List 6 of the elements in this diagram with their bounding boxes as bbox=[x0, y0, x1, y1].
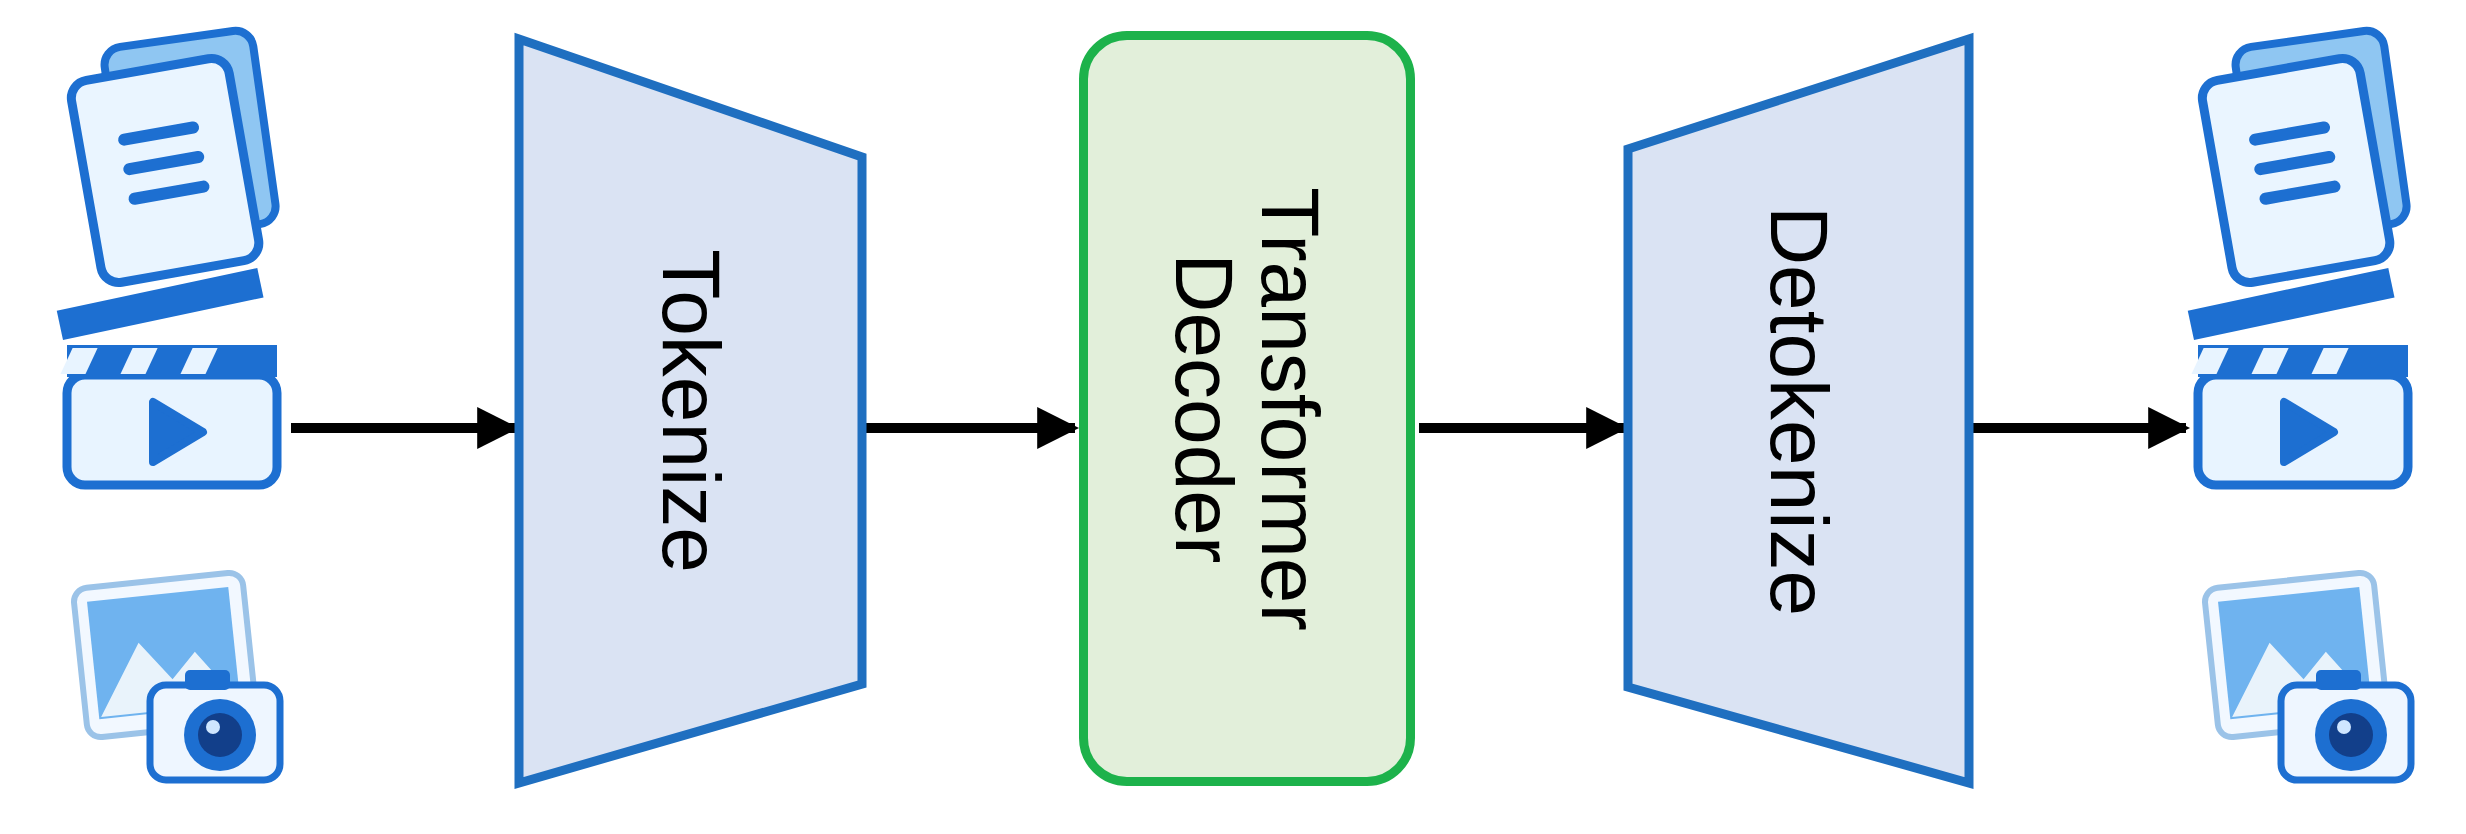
arrow bbox=[1973, 407, 2191, 449]
block-label: Transformer Decoder bbox=[1160, 186, 1334, 631]
arrow bbox=[866, 407, 1080, 449]
block-label: Detokenize bbox=[1755, 205, 1842, 617]
decoder-box bbox=[1079, 31, 1415, 786]
block-label: Tokenize bbox=[647, 249, 734, 573]
